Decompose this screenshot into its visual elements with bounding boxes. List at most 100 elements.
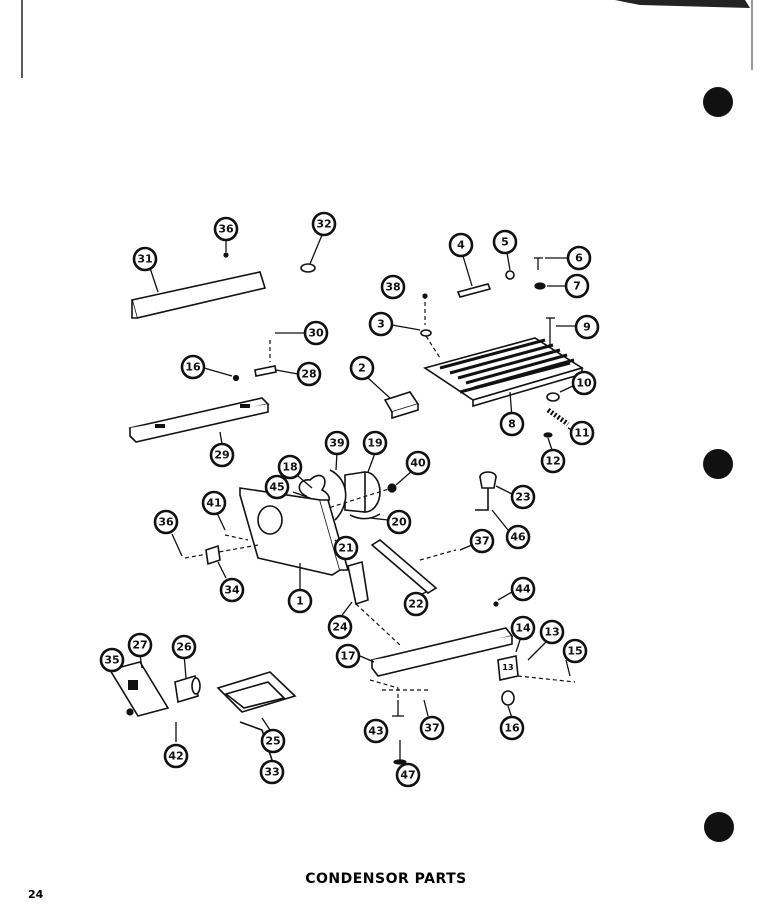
callout-17: 17 bbox=[335, 643, 361, 669]
svg-text:23: 23 bbox=[515, 491, 530, 504]
svg-text:39: 39 bbox=[329, 437, 344, 450]
part-screw-44 bbox=[493, 591, 513, 607]
svg-text:20: 20 bbox=[391, 516, 407, 529]
part-nut-45 bbox=[292, 491, 311, 499]
svg-text:30: 30 bbox=[308, 327, 324, 340]
callout-7: 7 bbox=[564, 273, 590, 299]
callout-45: 45 bbox=[264, 474, 290, 500]
callout-6: 6 bbox=[566, 245, 592, 271]
callout-37a: 37 bbox=[469, 528, 495, 554]
svg-text:43: 43 bbox=[368, 725, 383, 738]
callout-31: 31 bbox=[132, 246, 158, 272]
callout-36a: 36 bbox=[213, 216, 239, 242]
callout-21: 21 bbox=[333, 535, 359, 561]
svg-text:32: 32 bbox=[316, 218, 331, 231]
part-screw-36a bbox=[223, 240, 229, 258]
svg-text:10: 10 bbox=[576, 377, 592, 390]
page-title: CONDENSOR PARTS bbox=[305, 871, 467, 887]
callout-3: 3 bbox=[368, 311, 394, 337]
part-screw-43 bbox=[392, 700, 404, 717]
callout-11: 11 bbox=[569, 420, 595, 446]
svg-text:15: 15 bbox=[567, 645, 582, 658]
svg-text:13: 13 bbox=[544, 626, 559, 639]
page-number: 24 bbox=[28, 888, 44, 901]
callout-5: 5 bbox=[492, 229, 518, 255]
part-motor-19 bbox=[344, 452, 381, 513]
callouts: 31 36 32 4 5 6 38 7 3 9 30 16 28 2 10 11… bbox=[99, 211, 600, 788]
callout-32: 32 bbox=[311, 211, 337, 237]
svg-text:27: 27 bbox=[132, 639, 147, 652]
part-clip-13 bbox=[527, 639, 549, 661]
callout-16a: 16 bbox=[180, 354, 206, 380]
svg-text:19: 19 bbox=[367, 437, 382, 450]
part-cap-16b bbox=[501, 690, 515, 719]
part-tube-4 bbox=[456, 255, 492, 298]
callout-14: 14 bbox=[510, 615, 536, 641]
svg-text:13: 13 bbox=[502, 663, 513, 672]
part-screw-30 bbox=[269, 332, 305, 362]
callout-28: 28 bbox=[296, 361, 322, 387]
svg-text:4: 4 bbox=[457, 239, 465, 252]
binder-hole-middle bbox=[703, 449, 733, 479]
svg-text:16: 16 bbox=[504, 722, 520, 735]
svg-text:29: 29 bbox=[214, 449, 229, 462]
part-drier-23 bbox=[479, 471, 513, 495]
part-condenser-coil-8 bbox=[423, 337, 584, 419]
callout-47: 47 bbox=[395, 762, 421, 788]
callout-44: 44 bbox=[510, 576, 536, 602]
part-main-bracket-1 bbox=[239, 487, 350, 590]
part-screw-16a bbox=[203, 367, 240, 382]
part-screw-9 bbox=[546, 317, 576, 345]
part-bracket-31 bbox=[131, 267, 267, 319]
callout-22: 22 bbox=[403, 591, 429, 617]
part-leg-47 bbox=[393, 740, 407, 765]
svg-text:38: 38 bbox=[385, 281, 400, 294]
callout-39: 39 bbox=[324, 430, 350, 456]
callout-42: 42 bbox=[163, 743, 189, 769]
callout-34: 34 bbox=[219, 577, 245, 603]
svg-text:47: 47 bbox=[400, 769, 415, 782]
svg-text:37: 37 bbox=[474, 535, 489, 548]
part-screw-38 bbox=[422, 293, 428, 325]
svg-text:17: 17 bbox=[340, 650, 355, 663]
part-screw-36b bbox=[171, 533, 259, 559]
callout-46: 46 bbox=[505, 524, 531, 550]
svg-text:28: 28 bbox=[301, 368, 316, 381]
svg-text:9: 9 bbox=[583, 321, 591, 334]
callout-40: 40 bbox=[405, 450, 431, 476]
callout-20: 20 bbox=[386, 509, 412, 535]
part-screw-15 bbox=[517, 659, 576, 683]
part-clip-28 bbox=[254, 365, 299, 377]
callout-41: 41 bbox=[201, 490, 227, 516]
svg-text:45: 45 bbox=[269, 481, 284, 494]
svg-text:34: 34 bbox=[224, 584, 240, 597]
svg-text:24: 24 bbox=[332, 621, 348, 634]
callout-25: 25 bbox=[260, 728, 286, 754]
part-clip-32 bbox=[300, 234, 323, 273]
callout-38: 38 bbox=[380, 274, 406, 300]
svg-text:7: 7 bbox=[573, 280, 581, 293]
svg-text:21: 21 bbox=[338, 542, 353, 555]
svg-text:6: 6 bbox=[575, 252, 583, 265]
svg-text:8: 8 bbox=[508, 418, 516, 431]
svg-text:46: 46 bbox=[510, 531, 526, 544]
svg-text:12: 12 bbox=[545, 455, 560, 468]
callout-2: 2 bbox=[349, 355, 375, 381]
svg-text:36: 36 bbox=[218, 223, 234, 236]
binder-hole-bottom bbox=[704, 812, 734, 842]
svg-text:11: 11 bbox=[574, 427, 589, 440]
svg-text:25: 25 bbox=[265, 735, 280, 748]
svg-text:22: 22 bbox=[408, 598, 423, 611]
svg-text:26: 26 bbox=[176, 641, 192, 654]
callout-37b: 37 bbox=[419, 715, 445, 741]
svg-text:35: 35 bbox=[104, 654, 119, 667]
svg-text:40: 40 bbox=[410, 457, 426, 470]
part-block-34 bbox=[205, 544, 227, 579]
callout-36b: 36 bbox=[153, 509, 179, 535]
part-shroud-39 bbox=[329, 451, 347, 521]
part-bracket-2 bbox=[367, 377, 420, 420]
callout-8: 8 bbox=[499, 411, 525, 437]
part-drain-tray-25 bbox=[216, 671, 297, 731]
svg-text:1: 1 bbox=[296, 595, 304, 608]
